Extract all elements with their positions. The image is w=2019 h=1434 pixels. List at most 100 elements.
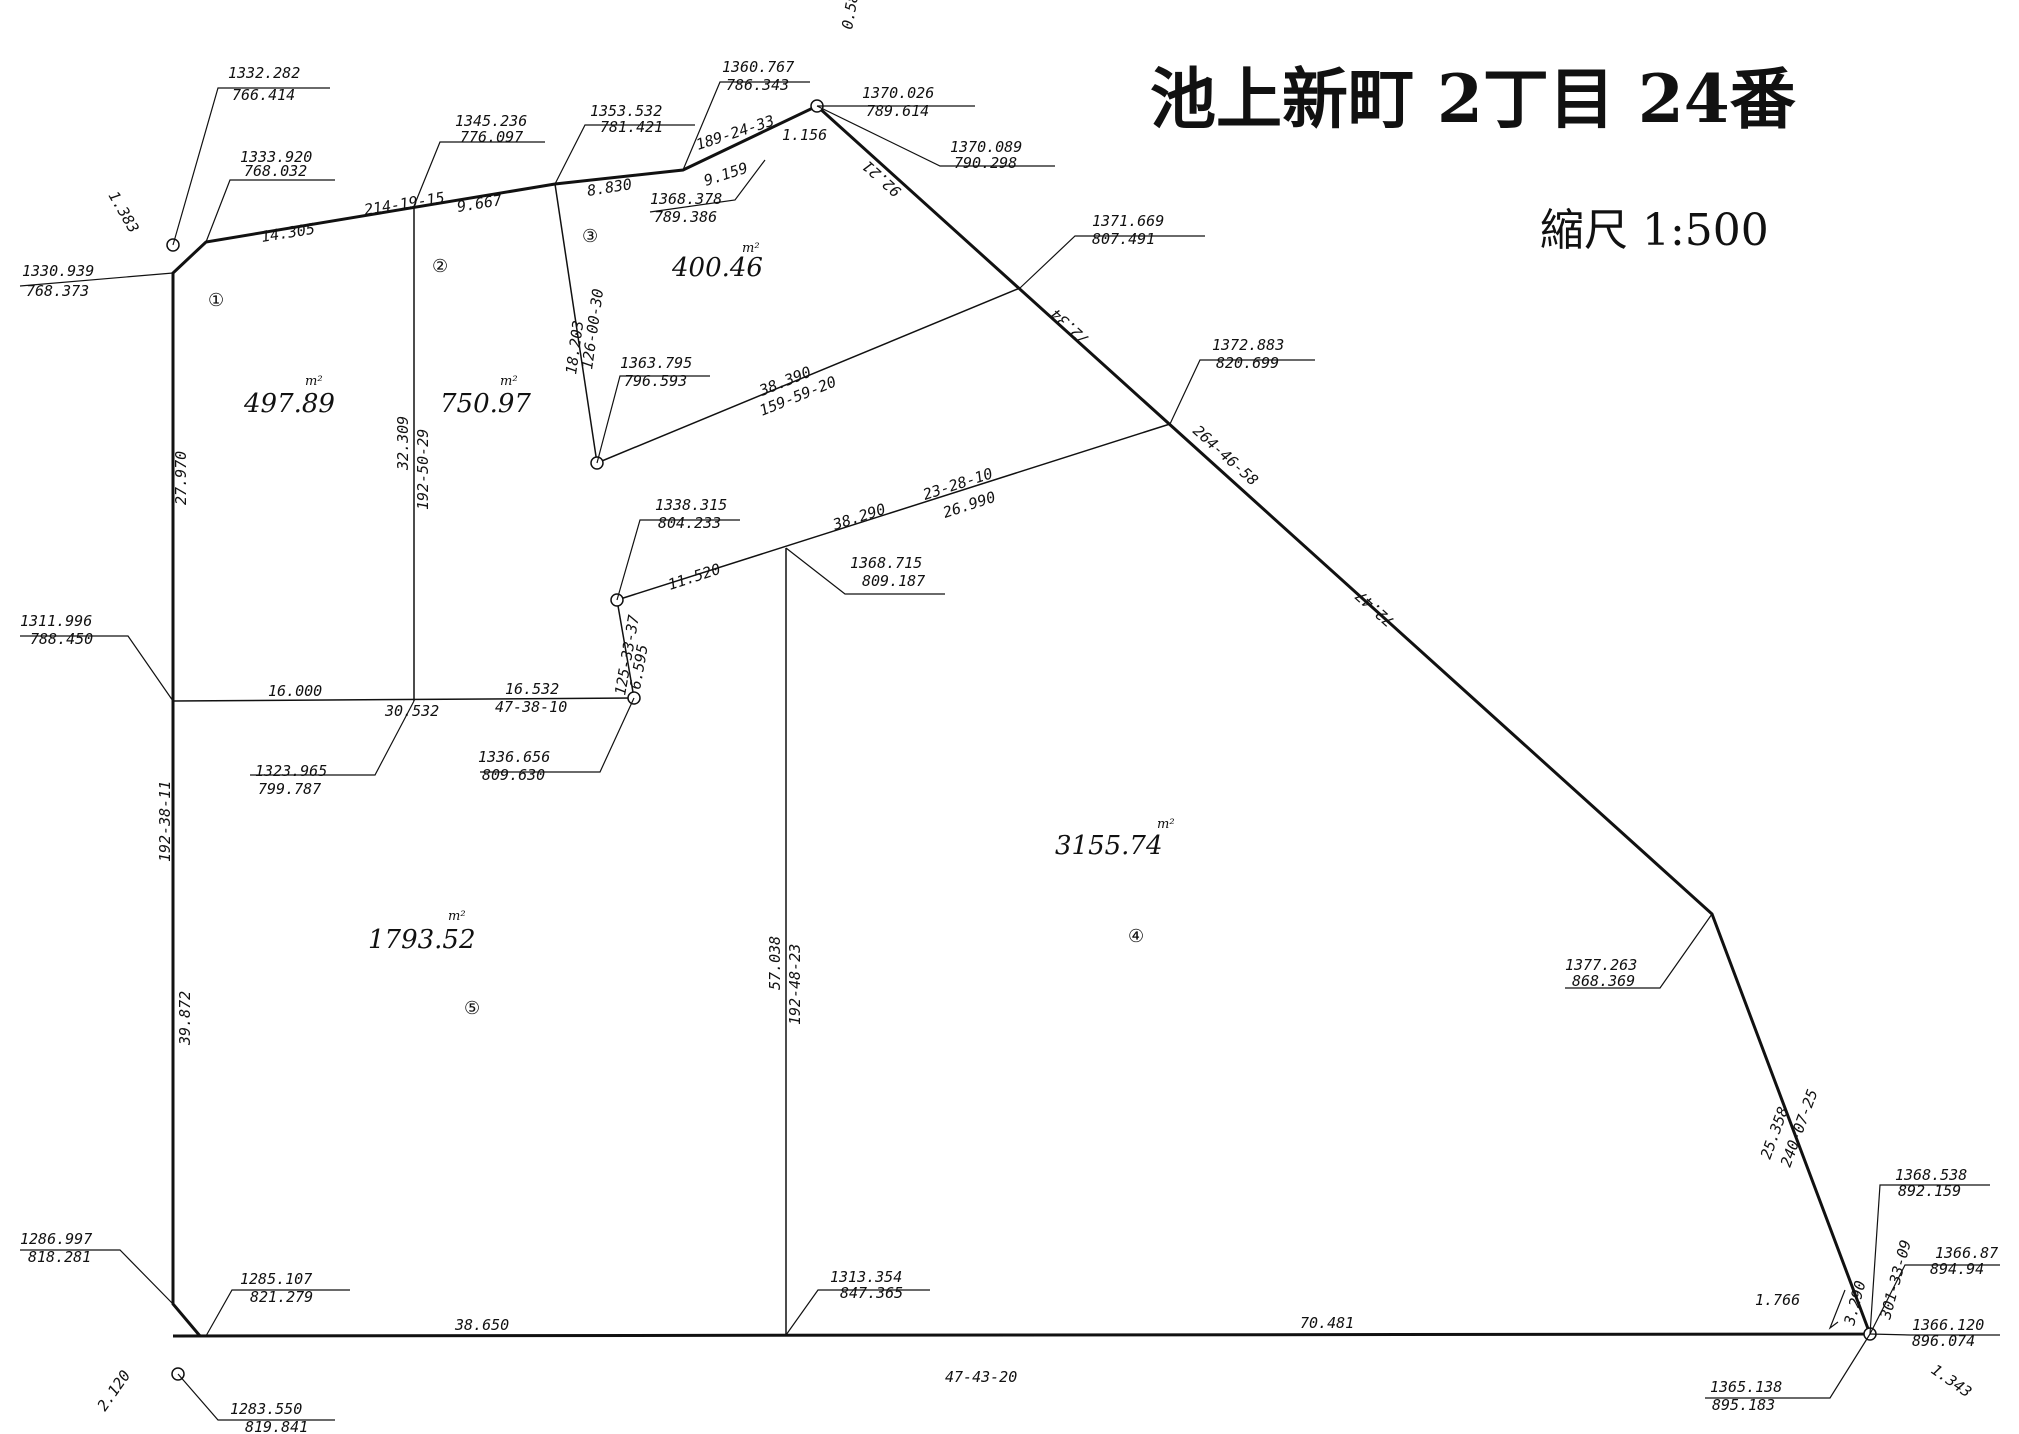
leader-line xyxy=(177,1373,335,1421)
dimension-label: 72.47 xyxy=(1352,587,1398,631)
dimension-label: 2.120 xyxy=(94,1367,135,1414)
coordinate-x: 1360.767 xyxy=(722,58,794,76)
parcel-area: 3155.74 xyxy=(1055,831,1163,861)
leader-line xyxy=(480,697,635,773)
leader-line xyxy=(20,1249,174,1305)
coordinate-x: 1332.282 xyxy=(228,64,300,82)
leader-line xyxy=(682,81,810,171)
division-line-upper xyxy=(172,697,635,702)
leader-line xyxy=(785,547,945,595)
leader-line xyxy=(596,375,710,464)
dimension-label: 47-43-20 xyxy=(945,1368,1017,1386)
dimension-label: 214-19-15 xyxy=(363,188,446,218)
coordinate-y: 799.787 xyxy=(258,780,321,798)
coordinate-x: 1285.107 xyxy=(240,1270,312,1288)
coordinate-y: 820.699 xyxy=(1216,354,1279,372)
coordinate-x: 1283.550 xyxy=(230,1400,302,1418)
coordinate-x: 1371.669 xyxy=(1092,212,1164,230)
coordinate-x: 1311.996 xyxy=(20,612,92,630)
coordinate-x: 1333.920 xyxy=(240,148,312,166)
coordinate-x: 1338.315 xyxy=(655,496,727,514)
coordinate-y: 786.343 xyxy=(726,76,789,94)
coordinate-y: 768.032 xyxy=(244,162,307,180)
coordinate-y: 894.94 xyxy=(1930,1260,1984,1278)
leader-line xyxy=(250,700,415,776)
parcels: ① 497.89 m² ② 750.97 m² ③ 400.46 m² ④ 31… xyxy=(208,226,1175,1019)
coordinate-x: 1353.532 xyxy=(590,102,662,120)
coordinate-y: 895.183 xyxy=(1712,1396,1775,1414)
coordinate-y: 892.159 xyxy=(1898,1182,1961,1200)
dimension-label: 70.481 xyxy=(1300,1314,1354,1332)
leader-line xyxy=(554,124,695,185)
dimension-label: 38.290 xyxy=(830,500,888,534)
parcel-number: ⑤ xyxy=(464,998,480,1019)
parcel-area: 750.97 xyxy=(440,389,531,419)
parcel-area: 497.89 xyxy=(243,389,335,419)
area-unit: m² xyxy=(742,241,760,256)
leader-line xyxy=(649,159,766,213)
leader-line xyxy=(1869,1264,2000,1335)
map-title: 池上新町 2丁目 24番 xyxy=(1150,60,1796,138)
scale-label: 縮尺 1:500 xyxy=(1540,205,1769,256)
dimension-label: 264-46-58 xyxy=(1189,422,1261,490)
dimension-label: 9.159 xyxy=(702,159,751,190)
leader-line xyxy=(1869,1333,2000,1336)
coordinate-y: 766.414 xyxy=(232,86,295,104)
division-line-notch xyxy=(616,599,635,699)
dimension-label: 192-48-23 xyxy=(786,944,804,1025)
coordinate-y: 789.386 xyxy=(654,208,717,226)
coordinate-y: 790.298 xyxy=(954,154,1017,172)
outer-boundary xyxy=(171,104,1873,1338)
dimension-label: 30.532 xyxy=(384,702,439,720)
dimension-label: 0.581 xyxy=(838,0,864,31)
parcel-area: 400.46 xyxy=(671,253,763,283)
area-unit: m² xyxy=(448,909,466,924)
leader-line xyxy=(1828,1289,1846,1330)
coordinate-x: 1368.715 xyxy=(850,554,922,572)
leader-line xyxy=(1869,1184,1990,1335)
leader-line xyxy=(816,105,1055,167)
dimension-label: 192-50-29 xyxy=(414,429,432,510)
leader-line xyxy=(785,1289,930,1336)
dimension-label: 16.000 xyxy=(268,682,322,700)
leader-line xyxy=(1169,359,1315,425)
leader-line xyxy=(1705,1333,1871,1399)
parcel-area: 1793.52 xyxy=(368,925,476,955)
leader-line xyxy=(616,519,740,601)
coordinate-x: 1366.87 xyxy=(1935,1244,1998,1262)
parcel-number: ② xyxy=(432,256,448,277)
coordinate-x: 1330.939 xyxy=(22,262,94,280)
dimension-label: 1.156 xyxy=(782,126,827,144)
dimension-label: 72.34 xyxy=(1047,305,1093,349)
leader-line xyxy=(205,1289,350,1337)
dimension-label: 27.970 xyxy=(172,451,190,505)
coordinate-x: 1377.263 xyxy=(1565,956,1637,974)
leader-line xyxy=(19,272,174,287)
coordinate-y: 896.074 xyxy=(1912,1332,1975,1350)
area-unit: m² xyxy=(305,374,323,389)
dimension-label: 189-24-33 xyxy=(694,112,777,154)
parcel-number: ③ xyxy=(582,226,598,247)
coordinate-y: 821.279 xyxy=(250,1288,313,1306)
leader-line xyxy=(172,87,330,246)
coordinate-x: 1368.378 xyxy=(650,190,722,208)
leader-line xyxy=(205,179,335,243)
coordinate-x: 1363.795 xyxy=(620,354,692,372)
dimension-label: 39.872 xyxy=(176,991,194,1046)
parcel-number: ① xyxy=(208,290,224,311)
coordinate-x: 1372.883 xyxy=(1212,336,1284,354)
coordinate-y: 847.365 xyxy=(840,1284,903,1302)
coordinate-y: 776.097 xyxy=(460,128,523,146)
coordinate-y: 809.630 xyxy=(482,766,545,784)
coordinate-x: 1336.656 xyxy=(478,748,550,766)
dimension-label: 192-38-11 xyxy=(156,781,174,862)
dimension-label: 32.309 xyxy=(394,416,412,471)
dimension-label: 9.667 xyxy=(456,191,503,216)
dimension-label: 301-33-09 xyxy=(1876,1238,1915,1322)
division-line-2-3 xyxy=(554,183,598,464)
coordinate-y: 809.187 xyxy=(862,572,925,590)
leader-line xyxy=(413,141,545,207)
coordinate-x: 1370.026 xyxy=(862,84,934,102)
division-line-3-4 xyxy=(596,287,1021,464)
